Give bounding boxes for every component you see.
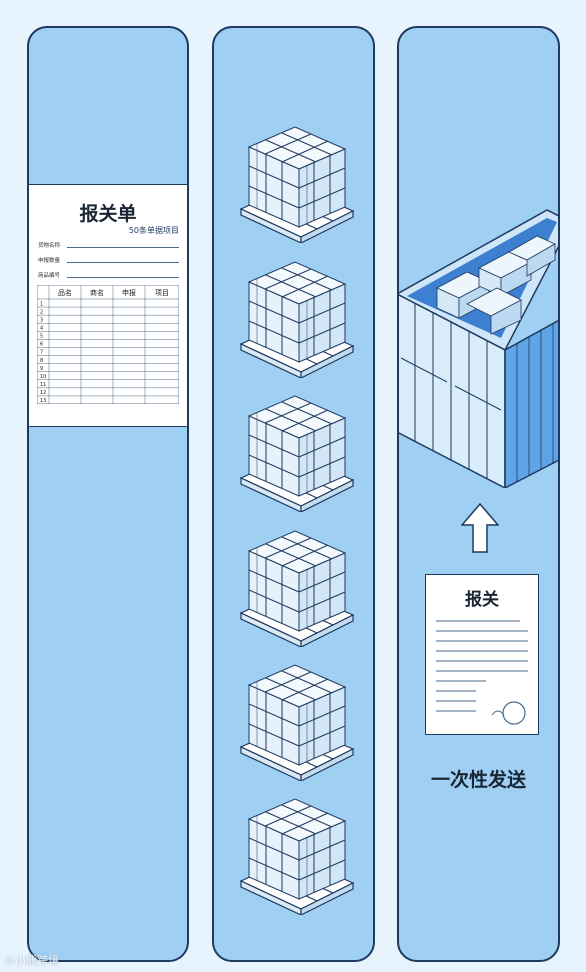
watermark: ©小熊跨境 xyxy=(4,954,59,967)
pallet-icon xyxy=(237,661,357,785)
table-row-number: 9 xyxy=(40,366,43,372)
pallet-icon xyxy=(237,258,357,382)
form-field-label: 申报数量 xyxy=(38,258,61,264)
up-arrow-icon xyxy=(461,503,499,553)
table-row-number: 8 xyxy=(40,358,43,364)
shipping-container-illustration xyxy=(399,209,558,488)
table-column-header: 商名 xyxy=(90,288,104,297)
table-row-number: 6 xyxy=(40,342,43,348)
table-row-number: 13 xyxy=(40,398,46,404)
form-subtitle: 50条单据项目 xyxy=(128,226,179,235)
form-field-label: 商品编号 xyxy=(38,273,61,279)
panel-container-shipment: 报关 一次性发送 xyxy=(397,26,560,962)
form-title: 报关单 xyxy=(79,203,137,225)
form-item-table: 品名商名申报项目12345678910111213 xyxy=(37,285,179,404)
table-row-number: 1 xyxy=(40,301,43,307)
form-field-line xyxy=(67,247,179,248)
pallet-icon xyxy=(237,123,357,247)
table-column-header: 项目 xyxy=(155,289,169,297)
document-lines xyxy=(436,620,528,725)
panel-pallets xyxy=(212,26,375,962)
table-column-header: 申报 xyxy=(122,288,136,297)
table-row-number: 12 xyxy=(40,390,46,396)
stamp-icon xyxy=(502,701,526,725)
send-once-label: 一次性发送 xyxy=(430,769,526,791)
table-row-number: 10 xyxy=(40,374,46,380)
pallet-icon xyxy=(237,795,357,919)
table-row-number: 11 xyxy=(40,382,46,388)
form-field-line xyxy=(67,277,179,278)
form-field-label: 货物名称 xyxy=(38,243,61,249)
table-row-number: 5 xyxy=(40,334,43,340)
table-row-number: 3 xyxy=(40,317,43,323)
customs-document: 报关 xyxy=(425,574,539,735)
customs-document-title: 报关 xyxy=(465,590,499,610)
table-row-number: 4 xyxy=(40,326,43,332)
table-row-number: 2 xyxy=(40,309,43,315)
pallet-icon xyxy=(237,392,357,516)
pallet-icon xyxy=(237,527,357,651)
form-field-line xyxy=(67,262,179,263)
table-column-header: 品名 xyxy=(58,288,72,297)
table-row-number: 7 xyxy=(40,350,43,356)
